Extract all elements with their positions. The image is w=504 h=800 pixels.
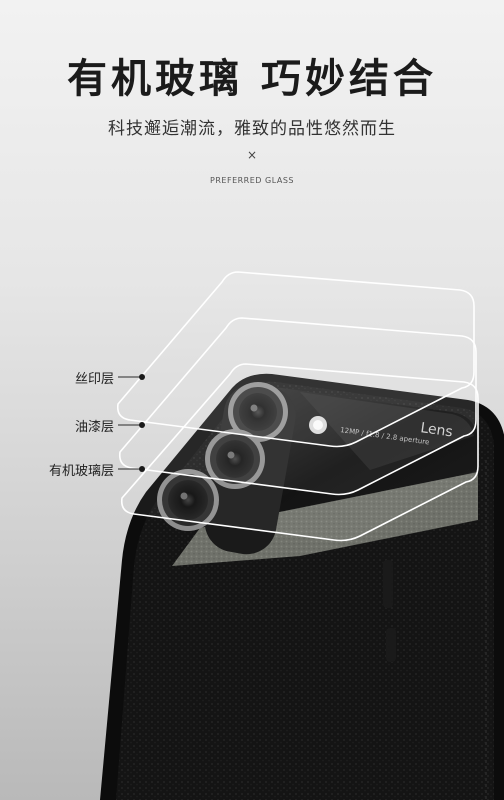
layer-label-screen-print: 丝印层 (74, 372, 114, 387)
callout-lines (118, 376, 142, 470)
glass-layers (116, 271, 479, 542)
glass-layer-paint (118, 317, 477, 496)
lens-text: Lens (419, 420, 453, 440)
cross-mark: × (246, 148, 258, 162)
glass-layer-screen-print (116, 271, 475, 448)
callout-dots (139, 374, 145, 472)
camera-lens-middle (205, 429, 265, 489)
preferred-glass-tagline: PREFERRED GLASS (210, 176, 294, 185)
glass-layer-organic-glass (120, 363, 479, 542)
camera-lens-top (228, 382, 288, 442)
camera-module (157, 382, 327, 555)
camera-lens-bottom (157, 469, 219, 531)
layer-label-paint: 油漆层 (74, 420, 114, 435)
layer-label-organic-glass: 有机玻璃层 (48, 464, 114, 479)
page-subheadline: 科技邂逅潮流，雅致的品性悠然而生 (108, 119, 396, 139)
page-headline: 有机玻璃 巧妙结合 (67, 56, 437, 102)
flash-icon (309, 416, 327, 434)
